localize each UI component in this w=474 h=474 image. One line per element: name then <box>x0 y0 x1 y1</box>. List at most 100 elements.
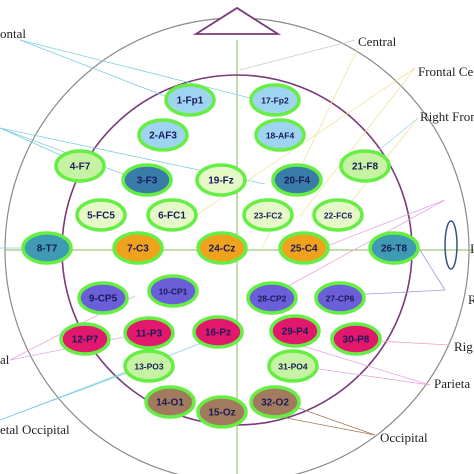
label-central: Central <box>358 34 397 49</box>
electrode-marker <box>312 198 364 232</box>
electrode-marker <box>242 198 294 232</box>
electrode-marker <box>195 163 247 197</box>
electrode-marker <box>137 118 189 152</box>
electrode-label: 22-FC6 <box>324 211 353 221</box>
electrode-marker <box>196 231 248 265</box>
electrode-marker <box>267 349 319 383</box>
electrode-21-f8: 21-F8 <box>339 149 391 183</box>
label-right-mid-2: R <box>468 292 474 307</box>
electrode-marker <box>77 281 129 315</box>
electrode-marker <box>59 322 111 356</box>
electrode-6-fc1: 6-FC1 <box>146 198 198 232</box>
electrode-label: 1-Fp1 <box>177 96 204 107</box>
electrode-18-af4: 18-AF4 <box>254 118 306 152</box>
electrode-label: 24-Cz <box>209 244 236 255</box>
electrode-marker <box>249 385 301 419</box>
electrode-marker <box>123 316 175 350</box>
electrode-marker <box>112 231 164 265</box>
electrode-5-fc5: 5-FC5 <box>75 198 127 232</box>
electrode-22-fc6: 22-FC6 <box>312 198 364 232</box>
electrode-15-oz: 15-Oz <box>196 395 248 429</box>
electrode-label: 18-AF4 <box>266 131 295 141</box>
electrode-label: 16-Pz <box>205 328 231 339</box>
label-right-far: Rig <box>454 339 473 354</box>
label-occipital: Occipital <box>380 430 428 445</box>
electrode-label: 26-T8 <box>381 244 408 255</box>
electrode-marker <box>269 314 321 348</box>
electrode-marker <box>147 274 199 308</box>
electrode-29-p4: 29-P4 <box>269 314 321 348</box>
electrode-label: 15-Oz <box>208 408 235 419</box>
electrode-label: 12-P7 <box>72 335 99 346</box>
electrode-13-po3: 13-PO3 <box>123 349 175 383</box>
electrode-marker <box>278 231 330 265</box>
electrode-label: 11-P3 <box>136 329 163 340</box>
electrode-label: 9-CP5 <box>89 294 118 305</box>
electrode-4-f7: 4-F7 <box>54 149 106 183</box>
electrode-label: 27-CP6 <box>326 294 355 304</box>
electrode-label: 6-FC1 <box>158 211 186 222</box>
electrode-label: 14-O1 <box>156 398 184 409</box>
electrode-16-pz: 16-Pz <box>192 315 244 349</box>
electrode-label: 5-FC5 <box>87 211 115 222</box>
electrode-26-t8: 26-T8 <box>368 231 420 265</box>
electrode-8-t7: 8-T7 <box>21 231 73 265</box>
electrode-3-f3: 3-F3 <box>121 163 173 197</box>
electrode-11-p3: 11-P3 <box>123 316 175 350</box>
label-right-mid-1: I <box>470 241 474 256</box>
electrode-27-cp6: 27-CP6 <box>314 281 366 315</box>
electrode-label: 4-F7 <box>70 162 91 173</box>
electrode-marker <box>144 385 196 419</box>
label-frontal-central: Frontal Ce <box>418 64 473 79</box>
electrode-marker <box>75 198 127 232</box>
electrode-10-cp1: 10-CP1 <box>147 274 199 308</box>
electrode-label: 25-C4 <box>290 244 318 255</box>
electrode-28-cp2: 28-CP2 <box>246 281 298 315</box>
electrode-marker <box>330 322 382 356</box>
electrode-label: 32-O2 <box>261 398 289 409</box>
electrode-label: 23-FC2 <box>254 211 283 221</box>
electrode-30-p8: 30-P8 <box>330 322 382 356</box>
electrode-label: 21-F8 <box>352 162 379 173</box>
electrode-label: 2-AF3 <box>149 131 177 142</box>
electrode-marker <box>249 83 301 117</box>
electrode-marker <box>164 83 216 117</box>
electrode-label: 7-C3 <box>127 244 149 255</box>
electrode-label: 20-F4 <box>284 176 311 187</box>
electrode-23-fc2: 23-FC2 <box>242 198 294 232</box>
electrode-label: 3-F3 <box>137 176 158 187</box>
electrode-marker <box>254 118 306 152</box>
electrode-12-p7: 12-P7 <box>59 322 111 356</box>
electrode-marker <box>54 149 106 183</box>
electrode-20-f4: 20-F4 <box>271 163 323 197</box>
electrode-24-cz: 24-Cz <box>196 231 248 265</box>
electrode-2-af3: 2-AF3 <box>137 118 189 152</box>
electrode-label: 8-T7 <box>37 244 58 255</box>
electrode-7-c3: 7-C3 <box>112 231 164 265</box>
electrode-label: 10-CP1 <box>159 287 188 297</box>
electrode-label: 19-Fz <box>208 176 234 187</box>
electrode-label: 17-Fp2 <box>261 96 289 106</box>
electrode-label: 31-PO4 <box>278 362 308 372</box>
electrode-marker <box>192 315 244 349</box>
electrode-marker <box>196 395 248 429</box>
electrode-marker <box>368 231 420 265</box>
right-ear-icon <box>444 220 458 270</box>
electrode-label: 13-PO3 <box>134 362 164 372</box>
electrode-marker <box>121 163 173 197</box>
electrode-19-fz: 19-Fz <box>195 163 247 197</box>
electrode-1-fp1: 1-Fp1 <box>164 83 216 117</box>
electrode-group: 1-Fp1 17-Fp2 2-AF3 18-AF4 4-F7 3-F3 19-Fz 20-F4… <box>21 83 420 429</box>
nose-triangle-icon <box>192 6 282 35</box>
label-frontal: ontal <box>0 26 26 41</box>
electrode-32-o2: 32-O2 <box>249 385 301 419</box>
electrode-marker <box>271 163 323 197</box>
electrode-marker <box>246 281 298 315</box>
electrode-label: 28-CP2 <box>258 294 287 304</box>
electrode-marker <box>314 281 366 315</box>
electrode-14-o1: 14-O1 <box>144 385 196 419</box>
label-right-frontal: Right Fron <box>420 109 474 124</box>
electrode-marker <box>146 198 198 232</box>
electrode-31-po4: 31-PO4 <box>267 349 319 383</box>
